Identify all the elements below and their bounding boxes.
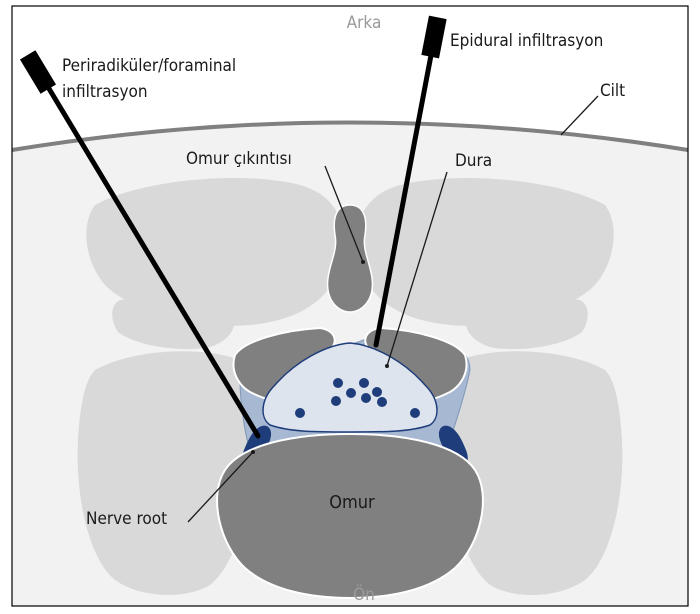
dura-leader-dot [385,364,389,368]
nerve-dot [410,408,420,418]
label-skin: Cilt [600,81,625,101]
nerve-dot [372,387,382,397]
spinous-process [328,205,373,312]
nerve-dot [333,378,343,388]
nerve-root-leader-dot [251,450,255,454]
nerve-dot [377,397,387,407]
label-bottom: Ön [353,583,375,605]
nerve-dot [346,388,356,398]
epidural-needle-hub [421,16,446,59]
label-vertebra: Omur [329,492,375,513]
nerve-dot [331,396,341,406]
nerve-dot [295,408,305,418]
skin-leader-line [561,96,598,135]
label-dura: Dura [455,151,492,171]
nerve-dot [361,393,371,403]
label-top: Arka [347,13,382,33]
periradicular-needle-hub [20,50,56,94]
vertebral-body [217,434,483,598]
spinous-leader-dot [361,260,365,264]
label-periradicular-line1: Periradiküler/foraminal [62,56,236,76]
label-nerve-root: Nerve root [86,509,167,529]
label-epidural: Epidural infiltrasyon [450,31,603,51]
label-periradicular-line2: infiltrasyon [62,82,148,102]
label-spinous-process: Omur çıkıntısı [186,149,292,169]
nerve-dot [359,378,369,388]
